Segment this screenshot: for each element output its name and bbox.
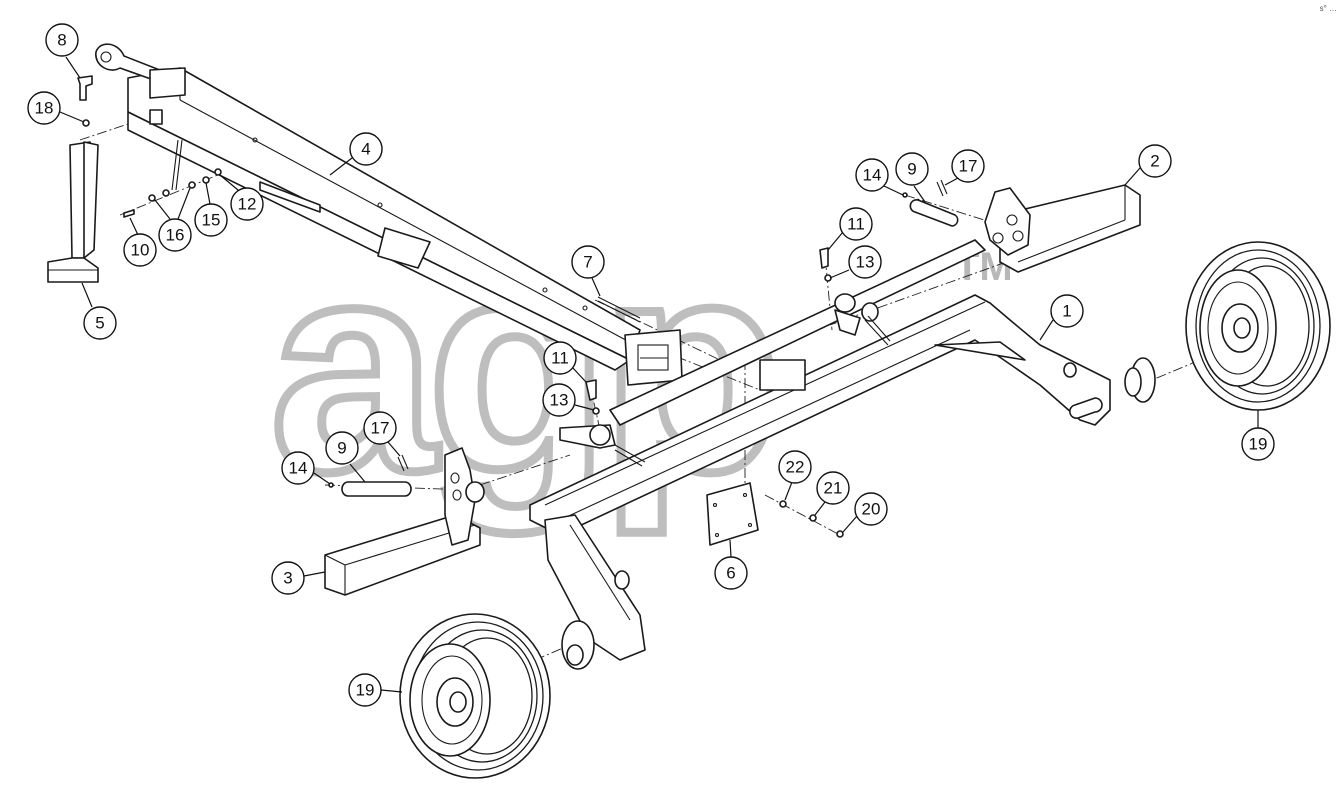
- callout-14-top: 14: [855, 158, 904, 196]
- svg-text:13: 13: [550, 391, 569, 410]
- callout-22: 22: [778, 450, 812, 501]
- svg-text:11: 11: [551, 349, 569, 368]
- callout-1: 1: [1039, 294, 1084, 341]
- callout-3: 3: [271, 561, 326, 595]
- callout-15: 15: [194, 182, 228, 237]
- wheel-left: [399, 613, 551, 779]
- svg-text:14: 14: [863, 166, 882, 185]
- callout-12: 12: [219, 174, 264, 221]
- callout-16: 16: [154, 187, 192, 252]
- svg-text:17: 17: [371, 419, 390, 438]
- hardware: [77, 75, 948, 538]
- svg-text:18: 18: [35, 99, 54, 118]
- svg-text:21: 21: [824, 479, 843, 498]
- callout-14-mid: 14: [281, 451, 331, 485]
- callout-11-mid: 11: [543, 341, 587, 383]
- callout-4: 4: [329, 132, 383, 176]
- svg-text:16: 16: [166, 226, 185, 245]
- callout-17-top: 17: [944, 149, 985, 186]
- tongue-drawbar: [95, 43, 683, 386]
- callout-5: 5: [81, 282, 117, 340]
- svg-text:1: 1: [1062, 302, 1071, 321]
- svg-text:14: 14: [289, 459, 308, 478]
- wheel-right: [1185, 241, 1331, 411]
- callout-2: 2: [1124, 144, 1172, 186]
- svg-text:15: 15: [202, 211, 221, 230]
- svg-text:20: 20: [862, 500, 881, 519]
- callout-19-right: 19: [1241, 410, 1275, 461]
- callout-9-top: 9: [895, 152, 929, 203]
- plate: [706, 482, 759, 546]
- svg-text:19: 19: [1249, 435, 1268, 454]
- callout-20: 20: [842, 492, 888, 533]
- svg-text:12: 12: [238, 195, 257, 214]
- svg-text:11: 11: [847, 215, 865, 234]
- corner-mark: s° …: [1319, 4, 1337, 13]
- callout-10: 10: [123, 217, 157, 267]
- svg-text:7: 7: [583, 253, 592, 272]
- callout-8: 8: [45, 23, 81, 79]
- svg-text:10: 10: [131, 241, 150, 260]
- svg-text:13: 13: [856, 253, 875, 272]
- svg-text:6: 6: [726, 564, 735, 583]
- svg-text:5: 5: [95, 314, 104, 333]
- svg-text:19: 19: [356, 681, 375, 700]
- svg-text:9: 9: [907, 160, 916, 179]
- svg-text:22: 22: [786, 458, 805, 477]
- callout-18: 18: [27, 91, 85, 125]
- callout-17-mid: 17: [363, 411, 401, 457]
- callout-21: 21: [814, 471, 850, 516]
- jack-stand: [47, 141, 99, 283]
- main-frame: [529, 239, 1111, 661]
- callout-6: 6: [714, 539, 748, 590]
- callouts: 8 18 4 10 16 15 12 5 7 14: [27, 23, 1275, 707]
- right-wing-bracket: [984, 184, 1141, 273]
- svg-text:4: 4: [361, 140, 370, 159]
- svg-text:2: 2: [1150, 152, 1159, 171]
- callout-7: 7: [571, 245, 605, 297]
- callout-13-top: 13: [829, 245, 882, 279]
- svg-text:9: 9: [337, 439, 346, 458]
- callout-13-mid: 13: [542, 383, 595, 417]
- callout-9-mid: 9: [325, 431, 366, 483]
- callout-11-top: 11: [827, 207, 873, 251]
- callout-19-left: 19: [348, 673, 403, 707]
- svg-text:17: 17: [959, 157, 978, 176]
- svg-text:8: 8: [57, 31, 66, 50]
- pins: [341, 199, 959, 497]
- left-wing-bracket: [324, 447, 485, 596]
- wheel-hubs: [561, 357, 1156, 670]
- svg-text:3: 3: [283, 569, 292, 588]
